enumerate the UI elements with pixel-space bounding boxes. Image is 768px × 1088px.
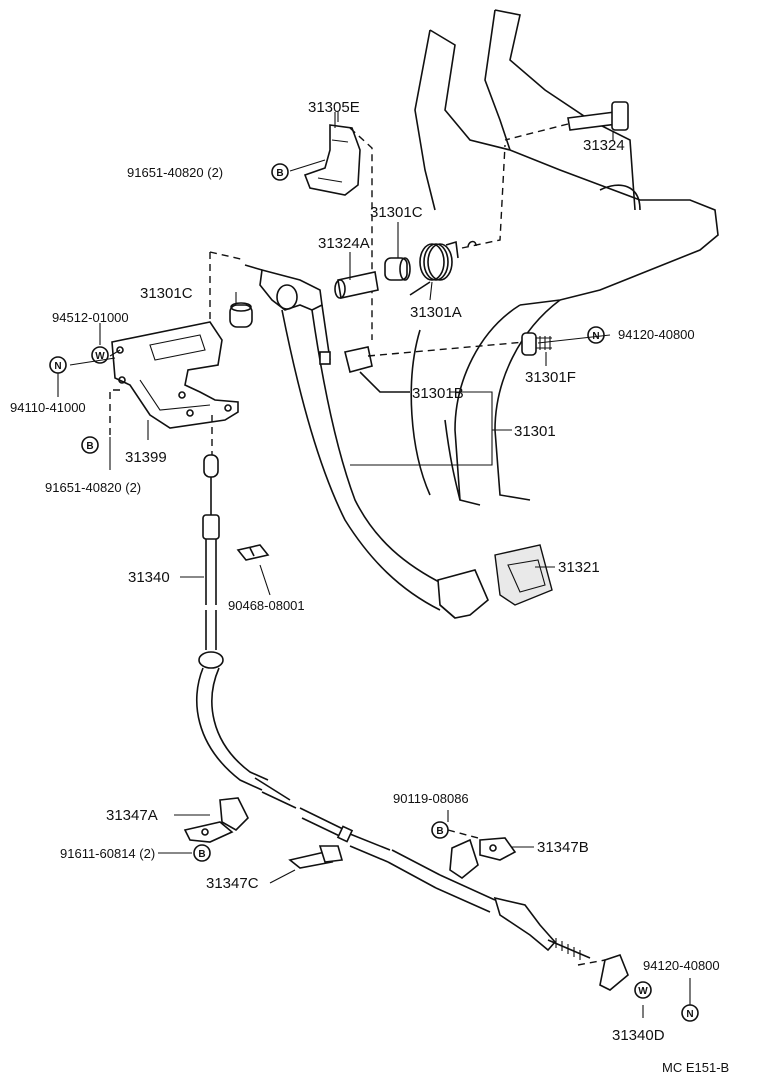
label-31301C-left: 31301C <box>140 285 193 302</box>
symbol-w-94512: W <box>91 346 109 364</box>
label-31301C-top: 31301C <box>370 204 423 221</box>
label-31399: 31399 <box>125 449 167 466</box>
symbol-n-94120-bottom: N <box>681 1004 699 1022</box>
pedal-pad-31321 <box>494 544 553 606</box>
stopper-31301B <box>344 341 526 393</box>
label-31301: 31301 <box>514 423 556 440</box>
label-31340D: 31340D <box>612 1027 665 1044</box>
label-91651-40820-left: 91651-40820 (2) <box>45 480 141 495</box>
symbol-b-90119: B <box>431 821 449 839</box>
label-91611-60814: 91611-60814 (2) <box>60 846 155 861</box>
label-94110-41000: 94110-41000 <box>10 400 86 415</box>
svg-text:N: N <box>686 1009 693 1020</box>
diagram-reference-code: MC E151-B <box>662 1060 729 1075</box>
pedal-support-bracket <box>410 9 719 506</box>
clamp-31347A <box>183 797 249 843</box>
symbol-b-91651-left: B <box>81 436 99 454</box>
pedal-pad <box>437 569 489 619</box>
symbol-b-91611: B <box>193 844 211 862</box>
bushing-31301C-left <box>229 302 253 328</box>
label-31347C: 31347C <box>206 875 259 892</box>
collar-31324A <box>334 271 379 299</box>
nut-31301F <box>521 332 552 366</box>
symbol-n-94120-top: N <box>587 326 605 344</box>
cable-31340 <box>196 454 629 991</box>
label-31324A: 31324A <box>318 235 370 252</box>
label-31321: 31321 <box>558 559 600 576</box>
clamp-31347B <box>447 829 517 879</box>
svg-text:W: W <box>638 986 648 997</box>
return-spring-31301A <box>409 144 506 296</box>
label-31301A: 31301A <box>410 304 462 321</box>
label-31301B: 31301B <box>412 385 464 402</box>
label-31305E: 31305E <box>308 99 360 116</box>
label-90119-08086: 90119-08086 <box>393 791 469 806</box>
label-31340: 31340 <box>128 569 170 586</box>
svg-text:N: N <box>592 331 599 342</box>
svg-text:N: N <box>54 361 61 372</box>
label-31347A: 31347A <box>106 807 158 824</box>
svg-text:B: B <box>86 441 93 452</box>
svg-text:W: W <box>95 351 105 362</box>
symbol-n-94110: N <box>49 356 67 374</box>
label-91651-40820-top: 91651-40820 (2) <box>127 165 223 180</box>
label-94120-40800-bottom: 94120-40800 <box>643 958 720 973</box>
label-31301F: 31301F <box>525 369 576 386</box>
pedal-arm-31301 <box>244 264 446 611</box>
svg-text:B: B <box>436 826 443 837</box>
label-90468-08001: 90468-08001 <box>228 598 305 613</box>
symbol-w-31340D: W <box>634 981 652 999</box>
svg-text:B: B <box>198 849 205 860</box>
label-31324: 31324 <box>583 137 625 154</box>
clip-90468-08001 <box>236 544 270 561</box>
bushing-31301C-right <box>384 257 411 281</box>
svg-text:B: B <box>276 168 283 179</box>
clamp-31347C <box>288 845 344 869</box>
label-94120-40800-top: 94120-40800 <box>618 327 695 342</box>
cable-bracket-31399 <box>109 251 246 455</box>
symbol-b-top: B <box>271 163 289 181</box>
bolt-31324 <box>504 101 629 141</box>
label-94512-01000: 94512-01000 <box>52 310 129 325</box>
label-31347B: 31347B <box>537 839 589 856</box>
